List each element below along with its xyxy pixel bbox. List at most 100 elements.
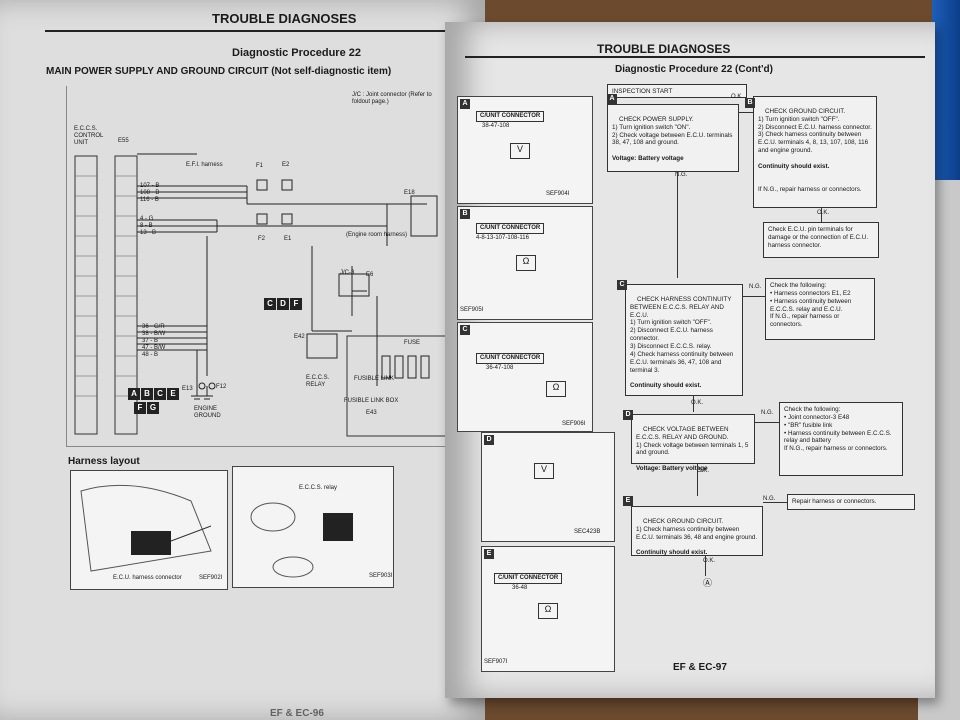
jc-note: J/C : Joint connector (Refer to foldout … <box>352 92 432 105</box>
end-mark: Ⓐ <box>703 578 713 588</box>
step-a-result: Voltage: Battery voltage <box>612 155 684 163</box>
test-panel-c: C C/UNIT CONNECTOR 36-47-108 Ω SEF906I <box>457 322 593 432</box>
step-c-result: Continuity should exist. <box>630 382 702 390</box>
step-b-result: Continuity should exist. <box>758 162 830 170</box>
right-procedure-title: Diagnostic Procedure 22 (Cont'd) <box>615 64 773 75</box>
right-header-rule <box>465 56 925 58</box>
connector-tag-e2: E2 <box>282 162 290 168</box>
pin-label: 47 - B/W <box>142 345 166 351</box>
step-a-label: A <box>607 94 617 104</box>
pin-label: 37 - B <box>142 338 159 344</box>
panel-label-d: D <box>484 435 494 445</box>
step-d-ng-box: Check the following: • Joint connector-3… <box>779 402 903 476</box>
right-header: TROUBLE DIAGNOSES <box>597 42 731 56</box>
panel-code-e: SEF907I <box>484 659 508 665</box>
connector-tag-e42: E42 <box>294 334 305 340</box>
panel-code-b: SEF905I <box>460 307 484 313</box>
eccs-relay-label: E.C.C.S. RELAY <box>306 375 330 388</box>
step-b-label: B <box>745 98 755 108</box>
ok-label-d: O.K. <box>697 468 710 474</box>
ng-label-e: N.G. <box>763 496 776 502</box>
block-letter-a: A <box>128 388 140 400</box>
harness-photo-ecu-drawing <box>80 484 212 572</box>
meter-v-a: V <box>510 143 530 159</box>
harness-photo-relay: E.C.C.S. relay SEF903I <box>232 466 394 588</box>
efi-harness-label: E.F.I. harness <box>186 162 223 168</box>
left-page: TROUBLE DIAGNOSES Diagnostic Procedure 2… <box>0 0 485 720</box>
panel-e-pins: 36-48 <box>512 585 528 591</box>
step-e-label: E <box>623 496 633 506</box>
step-a-text: CHECK POWER SUPPLY. 1) Turn ignition swi… <box>612 115 733 147</box>
test-panel-e: E C/UNIT CONNECTOR 36-48 Ω SEF907I <box>481 546 615 672</box>
connector-tag-e6: E6 <box>366 272 374 278</box>
step-e-result: Continuity should exist. <box>636 549 708 557</box>
pin-label: 4 - G <box>140 216 154 222</box>
harness-code-1: SEF902I <box>199 575 223 581</box>
step-d-result: Voltage: Battery voltage <box>636 465 708 473</box>
jc3-label: J/C-3 <box>340 270 355 276</box>
pin-label: 13 - B <box>140 230 157 236</box>
fusible-link-label: FUSIBLE LINK <box>354 376 395 382</box>
eccs-unit-label: E.C.C.S. CONTROL UNIT <box>74 126 104 146</box>
left-circuit-title: MAIN POWER SUPPLY AND GROUND CIRCUIT (No… <box>46 66 392 77</box>
step-c-text: CHECK HARNESS CONTINUITY BETWEEN E.C.C.S… <box>630 295 734 374</box>
left-page-footer: EF & EC-96 <box>270 708 324 719</box>
meter-ohm-c: Ω <box>546 381 566 397</box>
connector-tag-e43: E43 <box>366 410 377 416</box>
panel-code-d: SEC423B <box>574 529 601 535</box>
block-letter-c2: C <box>154 388 166 400</box>
flow-line <box>755 422 779 423</box>
block-letter-g: G <box>147 402 159 414</box>
panel-label-a: A <box>460 99 470 109</box>
test-panel-d: D V SEC423B <box>481 432 615 542</box>
wiring-diagram <box>66 86 445 447</box>
connector-tag-f1: F1 <box>256 163 264 169</box>
engine-ground-label: ENGINE GROUND <box>194 406 221 419</box>
block-letter-d: D <box>277 298 289 310</box>
step-b-box: CHECK GROUND CIRCUIT. 1) Turn ignition s… <box>753 96 877 208</box>
left-procedure-title: Diagnostic Procedure 22 <box>232 47 361 59</box>
ok-label-e: O.K. <box>703 558 716 564</box>
harness-layout-title: Harness layout <box>68 456 140 467</box>
flow-line <box>697 464 698 496</box>
step-b-text: CHECK GROUND CIRCUIT. 1) Turn ignition s… <box>758 107 872 155</box>
flow-line <box>677 172 678 278</box>
block-letter-c: C <box>264 298 276 310</box>
step-e-ng-box: Repair harness or connectors. <box>787 494 915 510</box>
harness-photo-relay-drawing <box>250 502 353 578</box>
test-panel-b: B C/UNIT CONNECTOR 4-8-13-107-108-116 Ω … <box>457 206 593 320</box>
harness-photo-ecu: E.C.U. harness connector SEF902I <box>70 470 228 590</box>
ok-label-b: O.K. <box>817 210 830 216</box>
panel-label-b: B <box>460 209 470 219</box>
flow-line <box>763 502 787 503</box>
harness-caption-1: E.C.U. harness connector <box>113 575 182 581</box>
pin-label: 108 - B <box>140 190 160 196</box>
step-a-box: CHECK POWER SUPPLY. 1) Turn ignition swi… <box>607 104 739 172</box>
left-header-rule <box>45 30 445 32</box>
step-e-box: CHECK GROUND CIRCUIT. 1) Check harness c… <box>631 506 763 556</box>
cu-connector-c: C/UNIT CONNECTOR <box>476 353 545 364</box>
inspection-start: INSPECTION START <box>607 84 747 98</box>
flow-line <box>693 396 694 412</box>
panel-label-e: E <box>484 549 494 559</box>
panel-c-pins: 36-47-108 <box>486 365 514 371</box>
pin-label: 38 - B/W <box>142 331 166 337</box>
panel-a-pins: 38-47-108 <box>482 123 510 129</box>
connector-tag-e18: E18 <box>404 190 415 196</box>
left-header: TROUBLE DIAGNOSES <box>212 11 357 26</box>
block-letter-b: B <box>141 388 153 400</box>
step-c-ng-box: Check the following: • Harness connector… <box>765 278 875 340</box>
step-d-text: CHECK VOLTAGE BETWEEN E.C.C.S. RELAY AND… <box>636 425 749 457</box>
cu-connector-b: C/UNIT CONNECTOR <box>476 223 545 234</box>
step-b-note: If N.G., repair harness or connectors. <box>758 186 862 194</box>
ok-label-c: O.K. <box>691 400 704 406</box>
test-panel-a: A C/UNIT CONNECTOR 38-47-108 V SEF904I <box>457 96 593 204</box>
step-d-box: CHECK VOLTAGE BETWEEN E.C.C.S. RELAY AND… <box>631 414 755 472</box>
fusible-link-box-label: FUSIBLE LINK BOX <box>344 398 399 404</box>
pin-label: 48 - B <box>142 352 159 358</box>
connector-tag-f2: F2 <box>258 236 266 242</box>
connector-tag-f12: F12 <box>216 384 227 390</box>
step-b-ok-box: Check E.C.U. pin terminals for damage or… <box>763 222 879 258</box>
ng-label-d: N.G. <box>761 410 774 416</box>
ng-label-c: N.G. <box>749 284 762 290</box>
